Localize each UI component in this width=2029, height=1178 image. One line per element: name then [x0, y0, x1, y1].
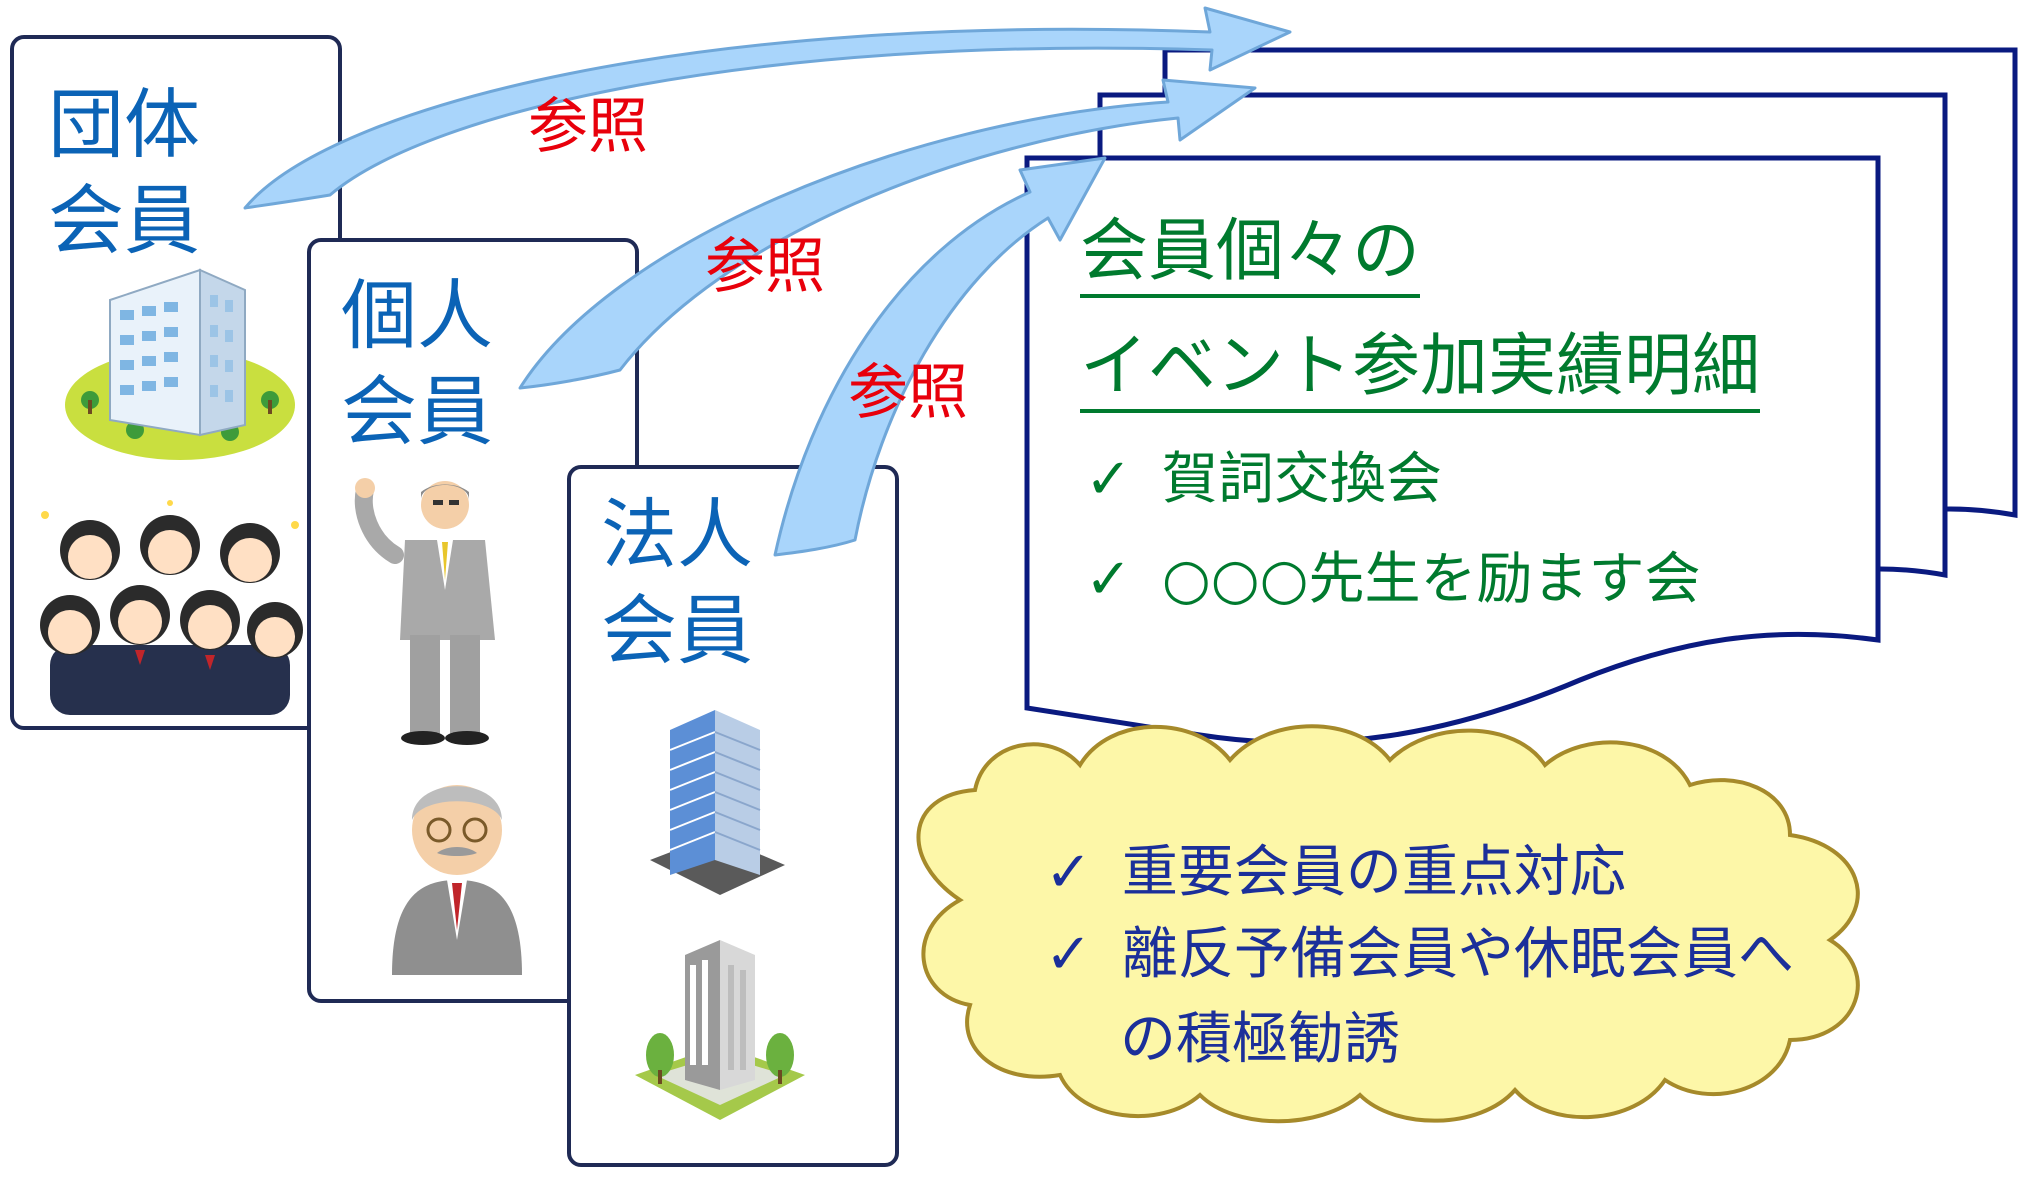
document-item: ✓ ○○○先生を励ます会 [1085, 545, 1701, 615]
group-member-title-line1: 団体 [48, 80, 200, 169]
reference-label: 参照 [705, 232, 825, 302]
corporate-member-title-line1: 法人 [601, 490, 753, 579]
crowd-icon [40, 500, 303, 715]
document-title-line2: イベント参加実績明細 [1080, 325, 1761, 413]
individual-member-title: 個人 会員 [341, 268, 493, 460]
skyscraper-icon [650, 710, 785, 895]
arrow-icon [243, 6, 1292, 210]
document-sheet-front [1024, 155, 1881, 746]
document-item-label: ○○○先生を励ます会 [1161, 547, 1701, 612]
cloud-item-label: 重要会員の重点対応 [1121, 840, 1626, 905]
group-member-title: 団体 会員 [48, 77, 200, 269]
group-member-title-line2: 会員 [48, 176, 200, 265]
document-item-label: 賀詞交換会 [1161, 447, 1442, 512]
cloud-item-label: 離反予備会員や休眠会員へ [1121, 922, 1794, 987]
cloud-icon [916, 724, 1860, 1124]
reference-label: 参照 [848, 358, 968, 428]
individual-member-title-line1: 個人 [341, 271, 493, 360]
document-item: ✓ 賀詞交換会 [1085, 445, 1442, 515]
checkmark-icon: ✓ [1045, 840, 1092, 905]
office-building-icon [65, 268, 295, 460]
corporate-member-title: 法人 会員 [601, 487, 753, 679]
document-title-line1: 会員個々の [1080, 210, 1421, 298]
checkmark-icon: ✓ [1085, 447, 1132, 512]
corporate-member-title-line2: 会員 [601, 586, 753, 675]
reference-label: 参照 [528, 92, 648, 162]
elderly-man-icon [392, 785, 522, 975]
cloud-item: ✓ 重要会員の重点対応 [1045, 838, 1626, 908]
individual-member-title-line2: 会員 [341, 367, 493, 456]
arrow-icon [518, 78, 1257, 390]
cloud-item-continuation: の積極勧誘 [1120, 1007, 1400, 1072]
checkmark-icon: ✓ [1045, 922, 1092, 987]
businessman-icon [354, 478, 495, 745]
arrow-icon [773, 156, 1107, 557]
checkmark-icon: ✓ [1085, 547, 1132, 612]
cloud-item: ✓ 離反予備会員や休眠会員へ [1045, 920, 1794, 990]
tower-building-icon [635, 940, 805, 1120]
